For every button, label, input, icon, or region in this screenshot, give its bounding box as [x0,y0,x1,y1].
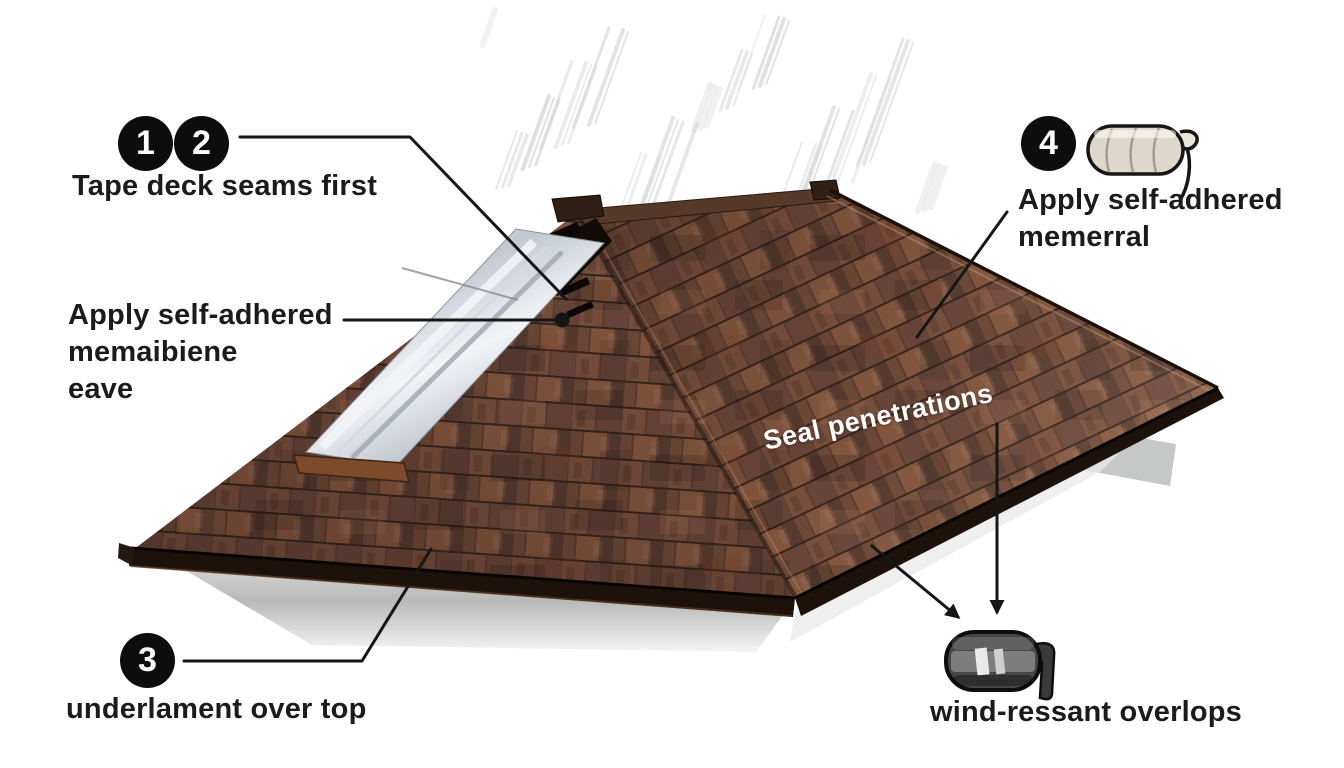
step-badge-4: 4 [1021,116,1076,171]
wall-shadow-sliver [790,452,1120,642]
label-membrane-eave-line2: memaibiene [68,336,238,368]
hip-highlight [583,214,802,593]
eave-fascia-right [795,388,1224,616]
rake-edge [829,188,1219,390]
deck-slat [558,277,590,297]
leader-step4 [915,210,1009,339]
membrane-rib [336,245,548,454]
sealant-roller-icon [944,630,1056,701]
step-badge-3: 3 [120,633,175,688]
eave-fascia-front [129,548,795,617]
deck-slat [566,301,594,318]
leader-dot [554,312,570,328]
label-underlayment-over-top: underlament over top [66,693,367,725]
gutter-end-cap [118,543,135,566]
membrane-rib [318,238,538,451]
label-membrane-eave: Apply self-adhered memaibiene eave [68,297,333,408]
label-apply-membrane-line2: memerral [1018,221,1151,253]
label-apply-membrane: Apply self-adhered memerral [1018,182,1283,256]
gutter-lip [130,546,796,600]
step-badge-1: 1 [118,116,173,171]
leader-step3 [182,547,433,663]
label-membrane-eave-line3: eave [68,373,134,405]
label-tape-deck-seams: Tape deck seams first [72,170,378,202]
ridge-cap [574,187,839,226]
membrane-roll-icon [1086,124,1199,201]
membrane-crease [401,267,519,301]
label-membrane-eave-line1: Apply self-adhered [68,299,333,331]
ridge-end-left [551,194,605,223]
ridge-end-right [809,179,841,201]
wood-strip [292,454,410,483]
wall-front-shadow [168,560,788,652]
fascia-trim [130,565,793,617]
label-apply-membrane-line1: Apply self-adhered [1018,184,1283,216]
leader-step12 [238,135,568,301]
gutter-lip [794,386,1219,600]
rake-highlight [826,195,1213,393]
step-badge-2: 2 [174,116,229,171]
label-wind-resistant-overlaps: wind-ressant overlops [930,696,1242,728]
leader-overlap-diagonal [870,544,961,619]
